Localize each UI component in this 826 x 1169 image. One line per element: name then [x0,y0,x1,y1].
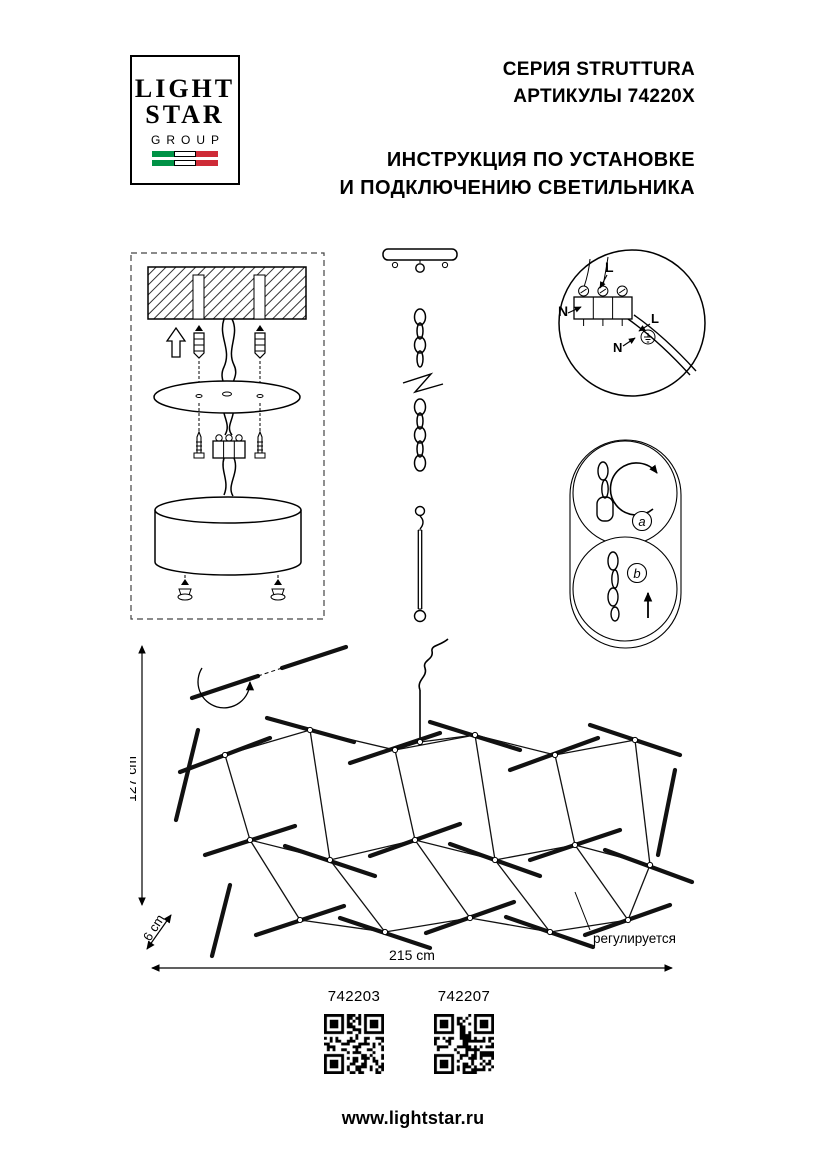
chandelier-rods [173,715,695,959]
terminal-block-detail [573,256,633,326]
terminal-block-small [212,434,246,459]
article-number: 742203 [327,988,381,1005]
anchor-left [193,325,205,385]
drum-wires [222,457,237,497]
label-b: b [633,566,640,581]
anchor-right [254,325,266,385]
power-cord [418,638,449,742]
adjustment-detail: a b [569,439,682,649]
product-block-742207: 742207 [432,988,496,1074]
chain-diagram [382,248,458,623]
canopy-plate [153,380,301,414]
product-block-742203: 742203 [322,988,386,1074]
label-a-circle [631,510,653,532]
instruction-title-line1: ИНСТРУКЦИЯ ПО УСТАНОВКЕ [386,149,695,171]
detail-pill [569,439,682,649]
ceiling-hatch [147,266,307,320]
node-connectors [221,726,654,936]
dimension-depth [146,914,172,950]
flag-green [152,151,174,157]
flag-white [174,160,196,166]
instruction-title-line2: И ПОДКЛЮЧЕНИЮ СВЕТИЛЬНИКА [339,177,695,199]
label-a: a [638,514,645,529]
label-b-circle [626,562,648,584]
rotate-arrow-icon [197,667,255,709]
article-number: 742207 [437,988,491,1005]
adjustable-pointer-line [574,891,591,931]
logo-star: STAR [145,100,225,129]
label-l-top: L [605,259,614,275]
label-n-inner: N [613,340,622,355]
ground-terminal [640,329,656,345]
supply-wires [221,318,237,436]
label-arrows [567,274,651,347]
italian-flag-row1 [152,151,218,157]
screw-right [254,403,266,459]
series-title: СЕРИЯ STRUTTURA [502,59,695,80]
detail-circle [558,249,706,397]
dashed-frame [130,252,325,620]
wiring-detail: L N L N [558,249,706,397]
dimension-height-label: 127 cm [130,756,139,802]
up-arrow-icon [165,326,187,358]
detail-circle-b [572,536,678,642]
detail-b-content [607,551,653,622]
dimension-depth-label: 6 cm [140,912,168,944]
website-url: www.lightstar.ru [341,1108,485,1128]
header: СЕРИЯ STRUTTURA АРТИКУЛЫ 74220X ИНСТРУКЦ… [339,56,695,202]
finial-left [177,575,193,601]
articles-title: АРТИКУЛЫ 74220X [513,86,695,107]
screw-left [193,403,205,459]
qr-code-icon [324,1014,384,1074]
logo-light: LIGHT [134,74,236,103]
hanging-rod [413,505,427,623]
chandelier-drawing: регулируется 127 cm 6 cm 215 cm [130,638,695,972]
qr-code-icon [434,1014,494,1074]
flag-red [196,151,218,157]
logo-group: GROUP [150,133,225,147]
dimension-width-label: 215 cm [389,947,435,963]
break-symbol [402,372,444,394]
rod-assembly-detail [189,644,349,709]
flag-white [174,151,196,157]
fixture-cable [627,314,697,376]
adjustable-label: регулируется [593,931,676,946]
label-n-left: N [558,303,568,319]
label-l-inner: L [651,311,659,326]
header-spacer [339,110,695,146]
detail-circle-a [572,440,678,546]
mounting-diagram [130,252,325,620]
flag-green [152,160,174,166]
suspension-chain [402,308,444,472]
ceiling-bracket [382,248,458,273]
finial-right [270,575,286,601]
drum-shade [154,496,302,576]
lightstar-logo: LIGHT STAR GROUP [130,55,240,185]
flag-red [196,160,218,166]
italian-flag-row2 [152,160,218,166]
